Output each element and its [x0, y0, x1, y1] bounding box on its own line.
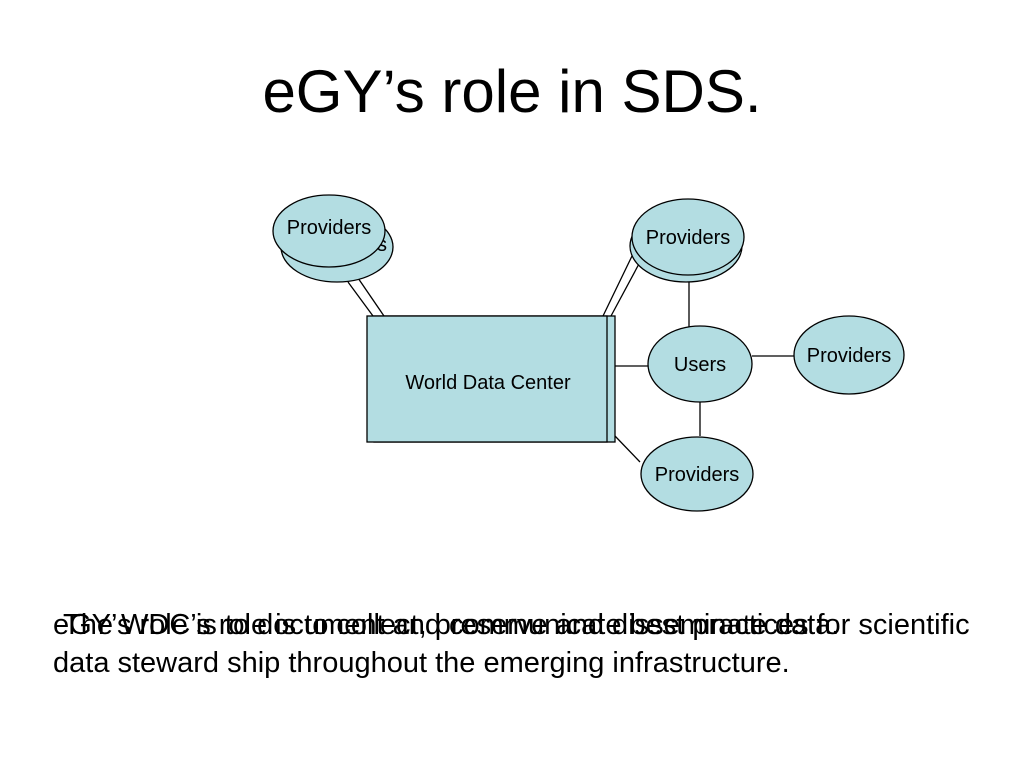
providers-top-left-node: s Providers: [272, 194, 394, 283]
providers-right-label: Providers: [807, 345, 891, 367]
providers-top-left-front: [272, 194, 386, 268]
providers-top-right-node: Providers: [629, 198, 745, 283]
world-data-center-box: World Data Center: [366, 315, 616, 443]
caption-wdc-role: The WDC’s role is to collect, preserve a…: [63, 609, 840, 641]
users-node: Users: [647, 325, 753, 403]
providers-top-right-label: Providers: [646, 227, 730, 249]
providers-right-ellipse: [793, 315, 905, 395]
providers-bottom-label: Providers: [655, 464, 739, 486]
users-label: Users: [674, 354, 726, 376]
providers-bottom-ellipse: [640, 436, 754, 512]
caption-egy-role: eGY’s role is to document and communicat…: [53, 609, 970, 679]
wdc-label: World Data Center: [405, 372, 571, 394]
users-ellipse: [647, 325, 753, 403]
providers-right-node: Providers: [793, 315, 905, 395]
connectors: [347, 255, 795, 463]
providers-top-right-front: [631, 198, 745, 276]
connector-topleft-a: [347, 281, 374, 317]
connector-wdc-bottom: [614, 435, 641, 463]
providers-bottom-node: Providers: [640, 436, 754, 512]
slide-title: eGY’s role in SDS.: [262, 58, 762, 125]
providers-top-left-label: Providers: [287, 217, 371, 239]
connector-topleft-b: [357, 277, 385, 317]
connector-topright-b: [610, 261, 641, 317]
providers-top-left-hidden-fragment: s: [377, 234, 387, 256]
wdc-front-box: [366, 315, 608, 443]
connector-topright-a: [602, 255, 633, 317]
